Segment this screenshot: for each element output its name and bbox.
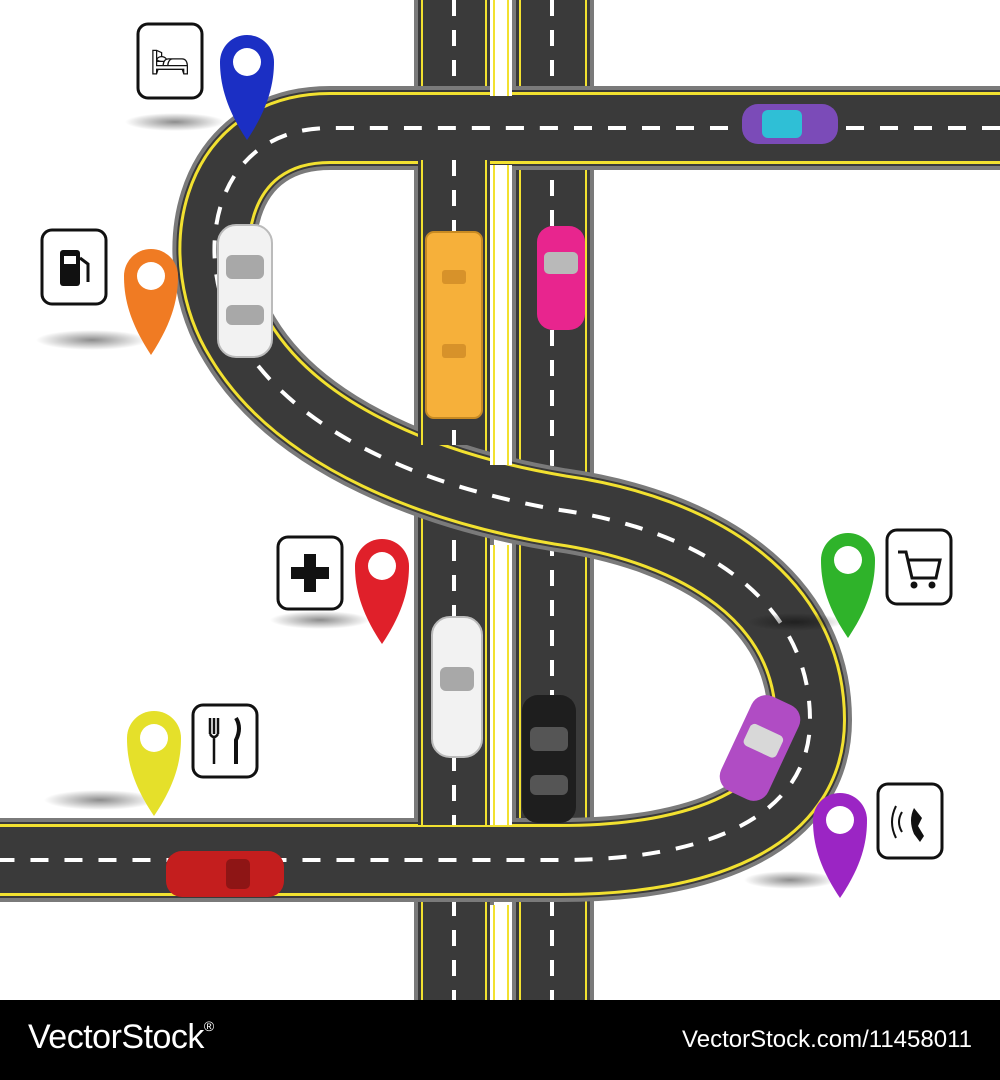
phone-icon bbox=[876, 782, 944, 860]
brand-logo: VectorStock® bbox=[28, 1018, 214, 1057]
yellow-bus bbox=[425, 231, 483, 419]
svg-text:🛏: 🛏 bbox=[150, 43, 191, 81]
hospital-marker bbox=[270, 535, 409, 644]
map-markers: 🛏 bbox=[36, 22, 953, 898]
white-car-center bbox=[431, 616, 483, 758]
hotel-marker: 🛏 bbox=[125, 22, 274, 140]
bed-icon bbox=[136, 22, 204, 100]
s-curve-road bbox=[0, 85, 1000, 902]
trademark-symbol: ® bbox=[203, 1018, 214, 1034]
median-strip bbox=[490, 0, 512, 1000]
fork-knife-icon bbox=[191, 703, 259, 779]
road-map-illustration: 🛏 bbox=[0, 0, 1000, 1000]
white-car-curve bbox=[217, 224, 273, 358]
brand-name: VectorStock bbox=[28, 1018, 204, 1056]
black-car bbox=[522, 695, 576, 823]
violet-car bbox=[719, 695, 801, 801]
gas-station-marker bbox=[36, 228, 178, 355]
red-car bbox=[166, 851, 284, 897]
pink-car bbox=[537, 226, 585, 330]
watermark-footer: VectorStock® VectorStock.com/11458011 bbox=[0, 1000, 1000, 1080]
phone-marker bbox=[744, 782, 944, 898]
shopping-cart-icon bbox=[885, 528, 953, 606]
vehicles bbox=[166, 104, 838, 897]
purple-convertible bbox=[742, 104, 838, 144]
image-reference: VectorStock.com/11458011 bbox=[682, 1026, 972, 1053]
restaurant-marker bbox=[44, 703, 259, 816]
shop-marker bbox=[747, 528, 953, 638]
roads bbox=[0, 0, 1000, 1000]
